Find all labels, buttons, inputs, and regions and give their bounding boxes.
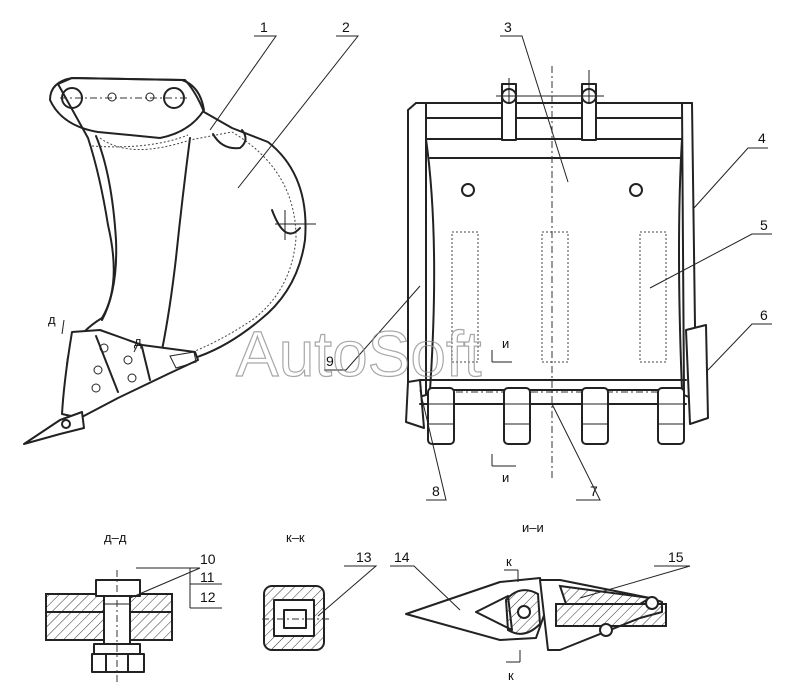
watermark: AutoSoft <box>236 318 482 390</box>
callout-9: 9 <box>326 353 334 369</box>
callout-7: 7 <box>590 483 598 499</box>
callout-labels: 1 2 3 4 5 6 7 8 9 10 11 12 13 14 15 <box>200 19 768 605</box>
section-title-ii: и–и <box>522 520 544 535</box>
section-i-i <box>405 569 667 663</box>
leader-lines <box>129 35 772 617</box>
callout-10: 10 <box>200 551 216 567</box>
callout-11: 11 <box>200 569 215 585</box>
section-mark-k-lower: к <box>508 668 514 683</box>
callout-4: 4 <box>758 130 766 146</box>
section-mark-d-upper: д <box>48 312 56 327</box>
section-mark-i-lower: и <box>502 470 509 485</box>
section-mark-d-lower: д <box>134 334 142 349</box>
callout-1: 1 <box>260 19 268 35</box>
callout-12: 12 <box>200 589 216 605</box>
callout-14: 14 <box>394 549 410 565</box>
section-d-d <box>45 570 173 684</box>
bucket-side-view <box>23 77 316 445</box>
teeth-row <box>427 387 685 445</box>
section-title-dd: д–д <box>104 530 127 545</box>
callout-8: 8 <box>432 483 440 499</box>
callout-3: 3 <box>504 19 512 35</box>
callout-15: 15 <box>668 549 684 565</box>
section-labels: д–д к–к и–и д д и и к к <box>48 312 544 683</box>
section-title-kk: к–к <box>286 530 305 545</box>
callout-5: 5 <box>760 217 768 233</box>
bucket-front-view <box>405 66 709 480</box>
section-mark-k-upper: к <box>506 554 512 569</box>
callout-13: 13 <box>356 549 372 565</box>
callout-2: 2 <box>342 19 350 35</box>
callout-6: 6 <box>760 307 768 323</box>
section-k-k <box>262 585 330 651</box>
section-mark-i-upper: и <box>502 336 509 351</box>
